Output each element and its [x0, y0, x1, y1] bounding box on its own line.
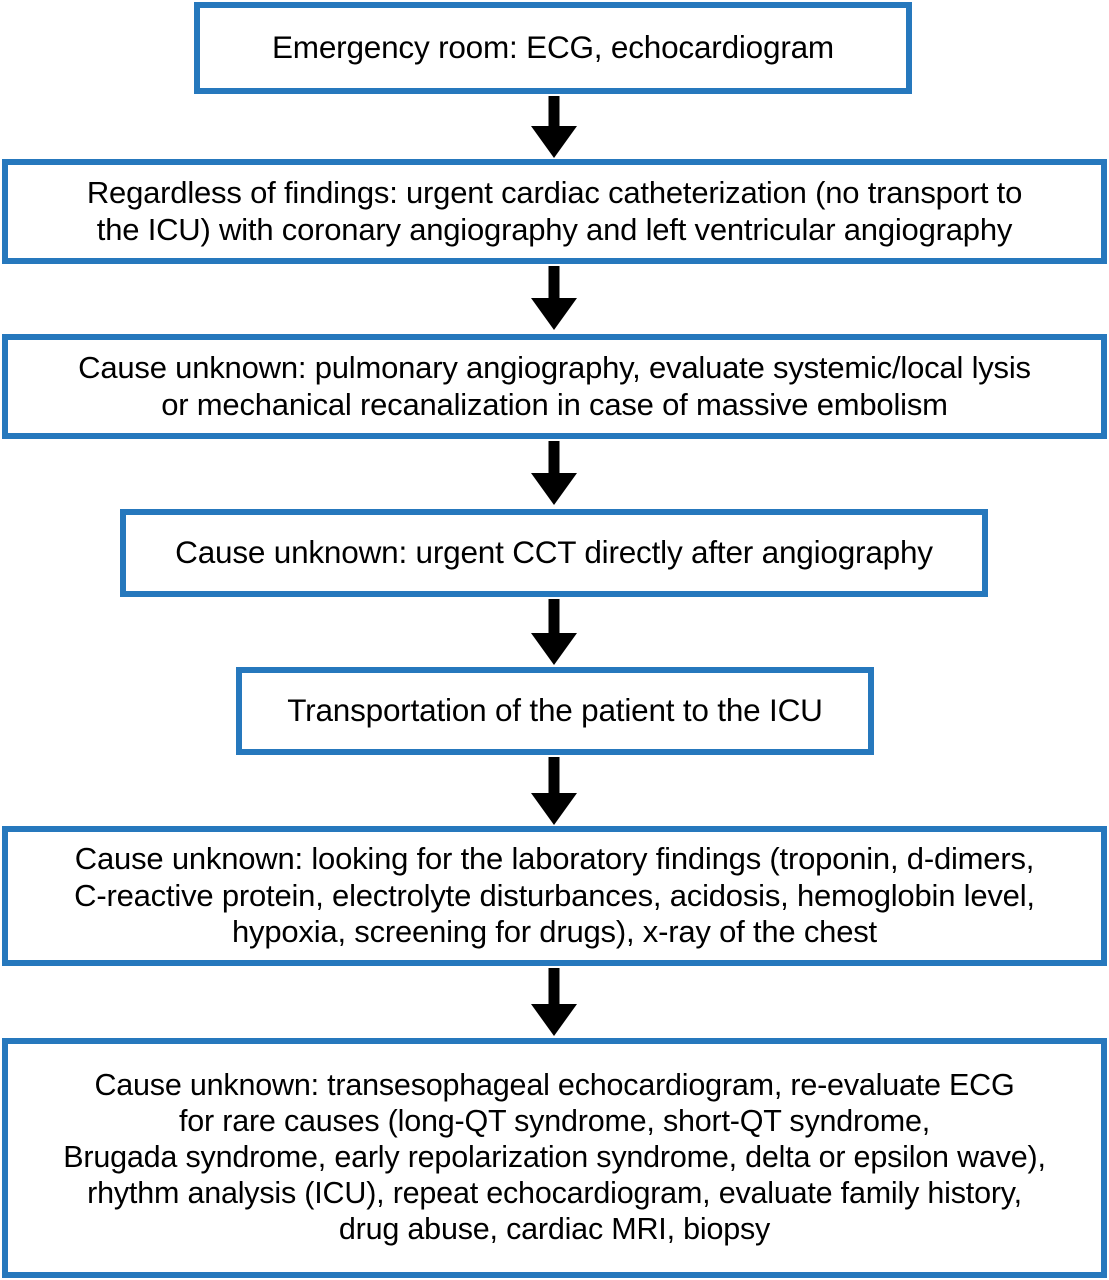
arrow-head-icon — [531, 633, 577, 665]
arrow-head-icon — [531, 793, 577, 825]
node-label: Cause unknown: pulmonary angiography, ev… — [78, 349, 1031, 422]
arrow-stem — [548, 96, 560, 128]
node-label: Cause unknown: transesophageal echocardi… — [63, 1068, 1046, 1246]
arrow-stem — [548, 266, 560, 300]
flowchart-node-transport-to-icu[interactable]: Transportation of the patient to the ICU — [236, 667, 874, 755]
arrow-node4-to-node5 — [530, 599, 578, 665]
arrow-head-icon — [531, 126, 577, 158]
arrow-head-icon — [531, 473, 577, 505]
node-label: Transportation of the patient to the ICU — [287, 692, 823, 729]
arrow-node3-to-node4 — [530, 441, 578, 505]
node-label: Regardless of findings: urgent cardiac c… — [86, 174, 1023, 247]
flowchart-node-pulmonary-angiography[interactable]: Cause unknown: pulmonary angiography, ev… — [2, 334, 1107, 439]
node-label: Cause unknown: looking for the laborator… — [74, 841, 1035, 950]
arrow-stem — [548, 968, 560, 1006]
arrow-head-icon — [531, 298, 577, 330]
arrow-node5-to-node6 — [530, 757, 578, 825]
flowchart-node-emergency-room[interactable]: Emergency room: ECG, echocardiogram — [194, 2, 912, 94]
node-label: Emergency room: ECG, echocardiogram — [272, 29, 834, 66]
arrow-node1-to-node2 — [530, 96, 578, 158]
flowchart-node-urgent-cct[interactable]: Cause unknown: urgent CCT directly after… — [120, 509, 988, 597]
arrow-stem — [548, 441, 560, 475]
node-label: Cause unknown: urgent CCT directly after… — [175, 534, 933, 571]
arrow-node2-to-node3 — [530, 266, 578, 330]
arrow-node6-to-node7 — [530, 968, 578, 1036]
flowchart-node-urgent-cardiac-catheterization[interactable]: Regardless of findings: urgent cardiac c… — [2, 159, 1107, 264]
arrow-stem — [548, 599, 560, 635]
flowchart-node-laboratory-findings[interactable]: Cause unknown: looking for the laborator… — [2, 826, 1107, 966]
arrow-head-icon — [531, 1004, 577, 1036]
arrow-stem — [548, 757, 560, 795]
flowchart-node-transesophageal-echocardiogram[interactable]: Cause unknown: transesophageal echocardi… — [2, 1038, 1107, 1278]
